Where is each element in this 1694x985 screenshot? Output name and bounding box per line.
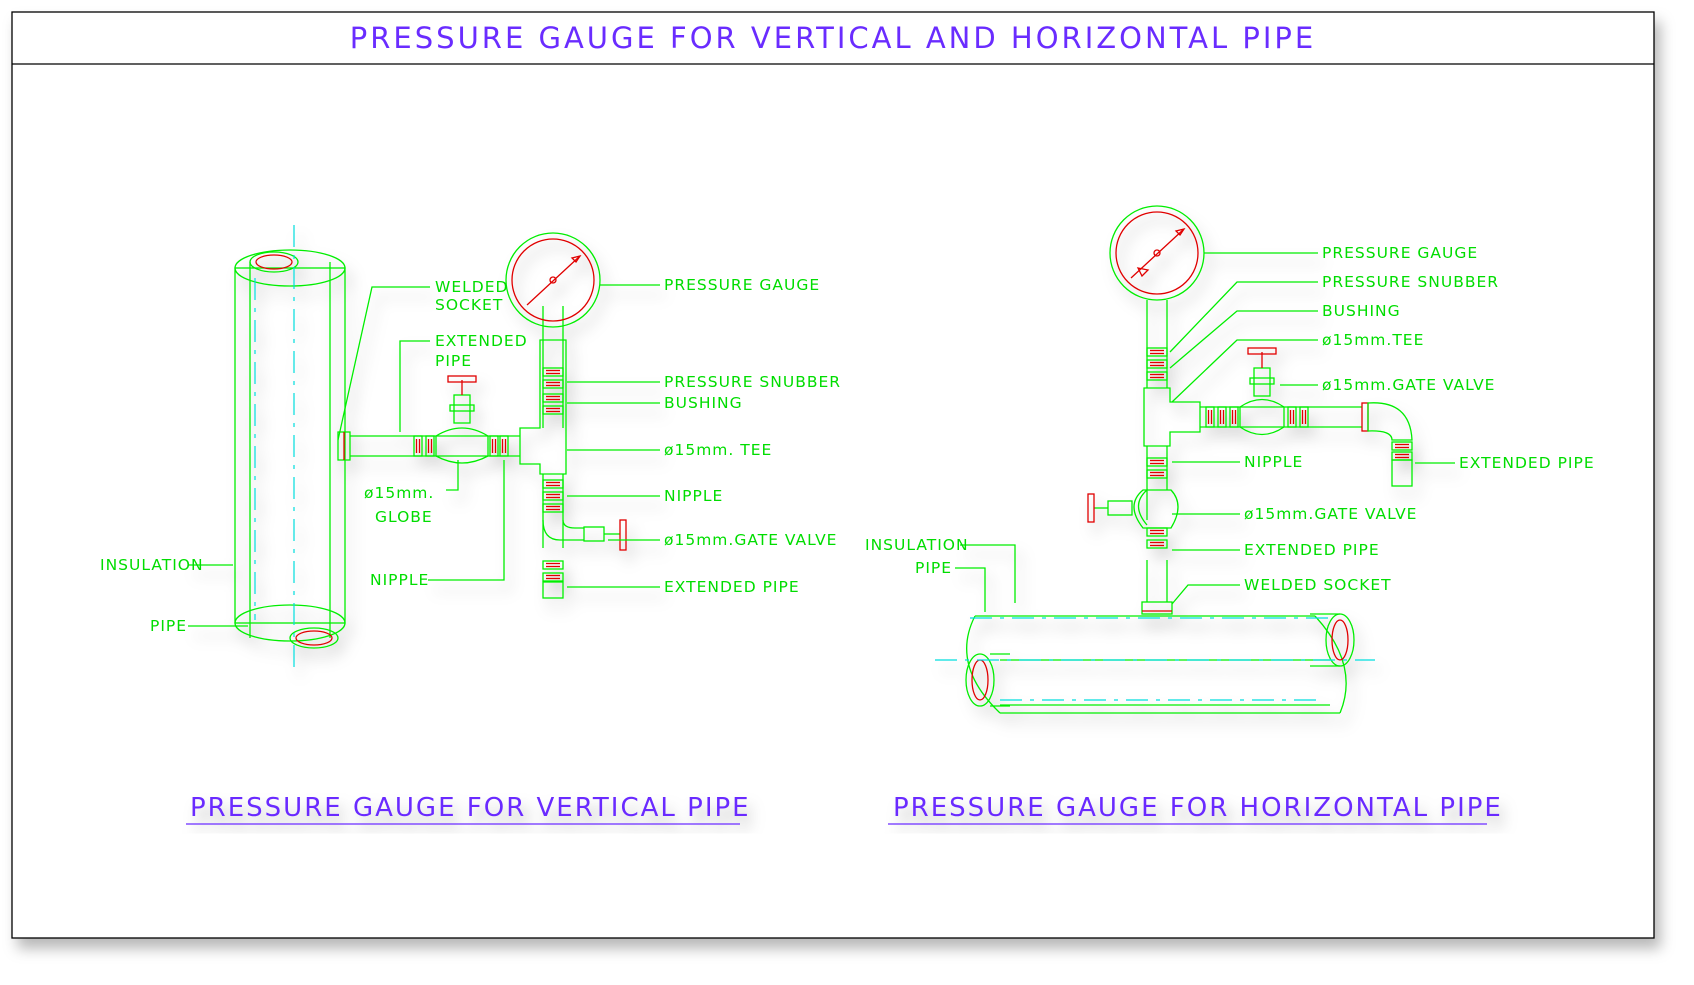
horizontal-main-pipe (935, 613, 1375, 707)
label-globe-2: GLOBE (375, 508, 433, 526)
label-nipple-right: NIPPLE (664, 487, 723, 505)
vertical-main-pipe (249, 225, 339, 670)
vertical-welded-socket (337, 431, 351, 461)
captions: PRESSURE GAUGE FOR VERTICAL PIPE PRESSUR… (186, 793, 1503, 825)
horizontal-welded-socket (1141, 601, 1173, 615)
label-h-pressure-gauge: PRESSURE GAUGE (1322, 244, 1478, 262)
label-h-pipe: PIPE (915, 559, 952, 577)
label-pressure-snubber: PRESSURE SNUBBER (664, 373, 841, 391)
label-extended-pipe-bottom: EXTENDED PIPE (664, 578, 800, 596)
horizontal-branch (1200, 347, 1413, 487)
label-bushing: BUSHING (664, 394, 743, 412)
vertical-leaders (188, 284, 660, 627)
label-insulation: INSULATION (100, 556, 204, 574)
label-h-gate-valve-bottom: ø15mm.GATE VALVE (1244, 505, 1417, 523)
label-h-welded-socket: WELDED SOCKET (1244, 576, 1392, 594)
label-h-gate-valve-top: ø15mm.GATE VALVE (1322, 376, 1495, 394)
label-h-tee: ø15mm.TEE (1322, 331, 1424, 349)
horizontal-labels: PRESSURE GAUGE PRESSURE SNUBBER BUSHING … (865, 244, 1595, 594)
horizontal-tee (1143, 387, 1201, 490)
label-h-extended-pipe: EXTENDED PIPE (1244, 541, 1380, 559)
label-pipe: PIPE (150, 617, 187, 635)
label-nipple-left: NIPPLE (370, 571, 429, 589)
horizontal-pipe-assembly (935, 205, 1455, 714)
label-h-insulation: INSULATION (865, 536, 969, 554)
label-pressure-gauge: PRESSURE GAUGE (664, 276, 820, 294)
label-globe-1: ø15mm. (364, 484, 434, 502)
label-extended-pipe-top-2: PIPE (435, 352, 472, 370)
label-welded-socket-1: WELDED (435, 278, 508, 296)
drawing-frame (11, 11, 1655, 939)
vertical-pipe-assembly (188, 225, 660, 670)
vertical-globe-valve (435, 375, 509, 464)
label-welded-socket-2: SOCKET (435, 296, 503, 314)
vertical-labels: WELDED SOCKET EXTENDED PIPE PRESSURE GAU… (100, 276, 841, 635)
label-h-extended-pipe-right: EXTENDED PIPE (1459, 454, 1595, 472)
horizontal-riser-lower (1087, 457, 1179, 602)
label-h-nipple: NIPPLE (1244, 453, 1303, 471)
vertical-riser-lower (542, 474, 627, 599)
vertical-pressure-gauge (505, 232, 601, 328)
vertical-tee (519, 339, 567, 475)
label-gate-valve: ø15mm.GATE VALVE (664, 531, 837, 549)
caption-horizontal: PRESSURE GAUGE FOR HORIZONTAL PIPE (893, 793, 1503, 823)
label-tee: ø15mm. TEE (664, 441, 772, 459)
horizontal-leaders (955, 252, 1455, 612)
label-extended-pipe-top-1: EXTENDED (435, 332, 528, 350)
sheet-title: PRESSURE GAUGE FOR VERTICAL AND HORIZONT… (350, 21, 1316, 55)
horizontal-riser-upper (1146, 300, 1168, 388)
label-h-pressure-snubber: PRESSURE SNUBBER (1322, 273, 1499, 291)
label-h-bushing: BUSHING (1322, 302, 1401, 320)
vertical-insulation (234, 249, 346, 642)
caption-vertical: PRESSURE GAUGE FOR VERTICAL PIPE (190, 793, 751, 823)
